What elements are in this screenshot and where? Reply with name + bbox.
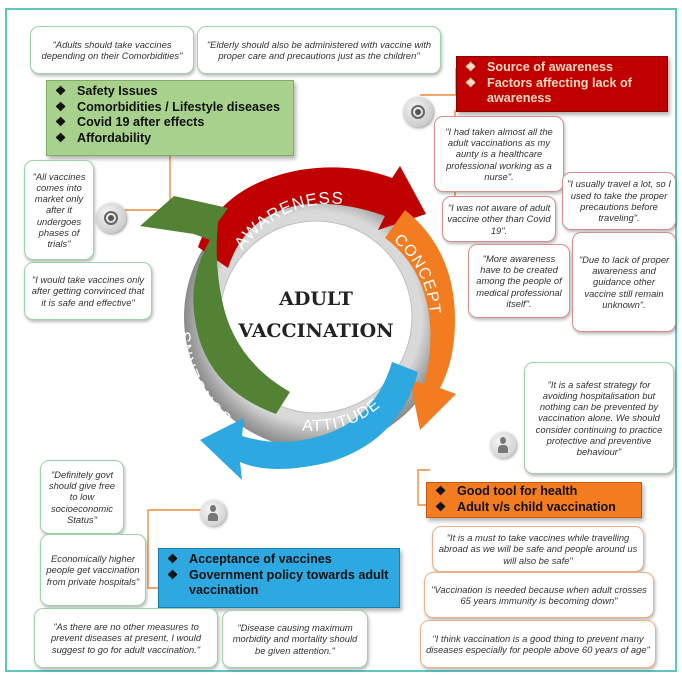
concerns-themes-box: ❖Safety Issues ❖Comorbidities / Lifestyl…	[46, 80, 294, 156]
quote-market: "All vaccines comes into market only aft…	[24, 160, 94, 260]
quote-convinced: "I would take vaccines only after gettin…	[24, 262, 152, 320]
quote-above60: "I think vaccination is a good thing to …	[420, 620, 656, 668]
theme-item: ❖Comorbidities / Lifestyle diseases	[55, 99, 280, 114]
quote-comorbidities: "Adults should take vaccines depending o…	[30, 26, 194, 74]
theme-item: ❖Covid 19 after effects	[55, 115, 205, 130]
awareness-arrow	[198, 166, 426, 268]
theme-item: ❖Government policy towards adult vaccina…	[167, 567, 389, 598]
theme-item: ❖Affordability	[55, 130, 152, 145]
quote-travel: "I usually travel a lot, so I used to ta…	[562, 172, 676, 230]
theme-item: ❖Safety Issues	[55, 84, 158, 98]
quote-economically: Economically higher people get vaccinati…	[40, 534, 146, 606]
concept-themes-box: ❖Good tool for health ❖Adult v/s child v…	[426, 482, 642, 518]
diamond-bullet-icon: ❖	[167, 567, 179, 582]
target-icon	[96, 203, 126, 233]
quote-no-other: "As there are no other measures to preve…	[34, 608, 218, 668]
quote-aunty: "I had taken almost all the adult vaccin…	[434, 116, 564, 192]
diamond-bullet-icon: ❖	[435, 499, 447, 514]
person-icon	[200, 500, 226, 526]
quote-crosses65: "Vaccination is needed because when adul…	[424, 572, 654, 618]
quote-maximum: "Disease causing maximum morbidity and m…	[222, 610, 368, 668]
awareness-themes-box: ❖Source of awareness ❖Factors affecting …	[456, 56, 668, 112]
center-title-line2: VACCINATION	[237, 320, 393, 342]
quote-safest: "It is a safest strategy for avoiding ho…	[524, 362, 674, 474]
concept-arrow	[385, 210, 456, 430]
diamond-bullet-icon: ❖	[465, 60, 477, 74]
diamond-bullet-icon: ❖	[167, 552, 179, 566]
quote-more-awareness: "More awareness have to be created among…	[468, 244, 570, 318]
attitude-arrow	[200, 362, 418, 480]
theme-item: ❖Factors affecting lack of awareness	[465, 75, 632, 106]
attitude-themes-box: ❖Acceptance of vaccines ❖Government poli…	[158, 548, 400, 608]
quote-abroad: "It is a must to take vaccines while tra…	[432, 526, 644, 572]
diamond-bullet-icon: ❖	[465, 75, 477, 90]
quote-covid: "I was not aware of adult vaccine other …	[442, 196, 556, 242]
diamond-bullet-icon: ❖	[55, 115, 67, 130]
quote-lack-guidance: "Due to lack of proper awareness and gui…	[572, 232, 676, 332]
theme-item: ❖Good tool for health	[435, 484, 578, 498]
frame-border	[5, 8, 677, 672]
target-icon	[403, 97, 433, 127]
concerns-arrow	[140, 196, 290, 414]
diamond-bullet-icon: ❖	[435, 484, 447, 498]
diamond-bullet-icon: ❖	[55, 84, 67, 98]
center-title-line1: ADULT	[278, 288, 353, 310]
theme-item: ❖Source of awareness	[465, 60, 613, 74]
person-icon	[490, 432, 516, 458]
theme-item: ❖Adult v/s child vaccination	[435, 499, 616, 514]
quote-elderly: "Elderly should also be administered wit…	[197, 26, 441, 74]
theme-item: ❖Acceptance of vaccines	[167, 552, 332, 566]
diamond-bullet-icon: ❖	[55, 99, 67, 114]
diamond-bullet-icon: ❖	[55, 130, 67, 145]
quote-govt-free: "Definitely govt should give free to low…	[40, 460, 124, 534]
